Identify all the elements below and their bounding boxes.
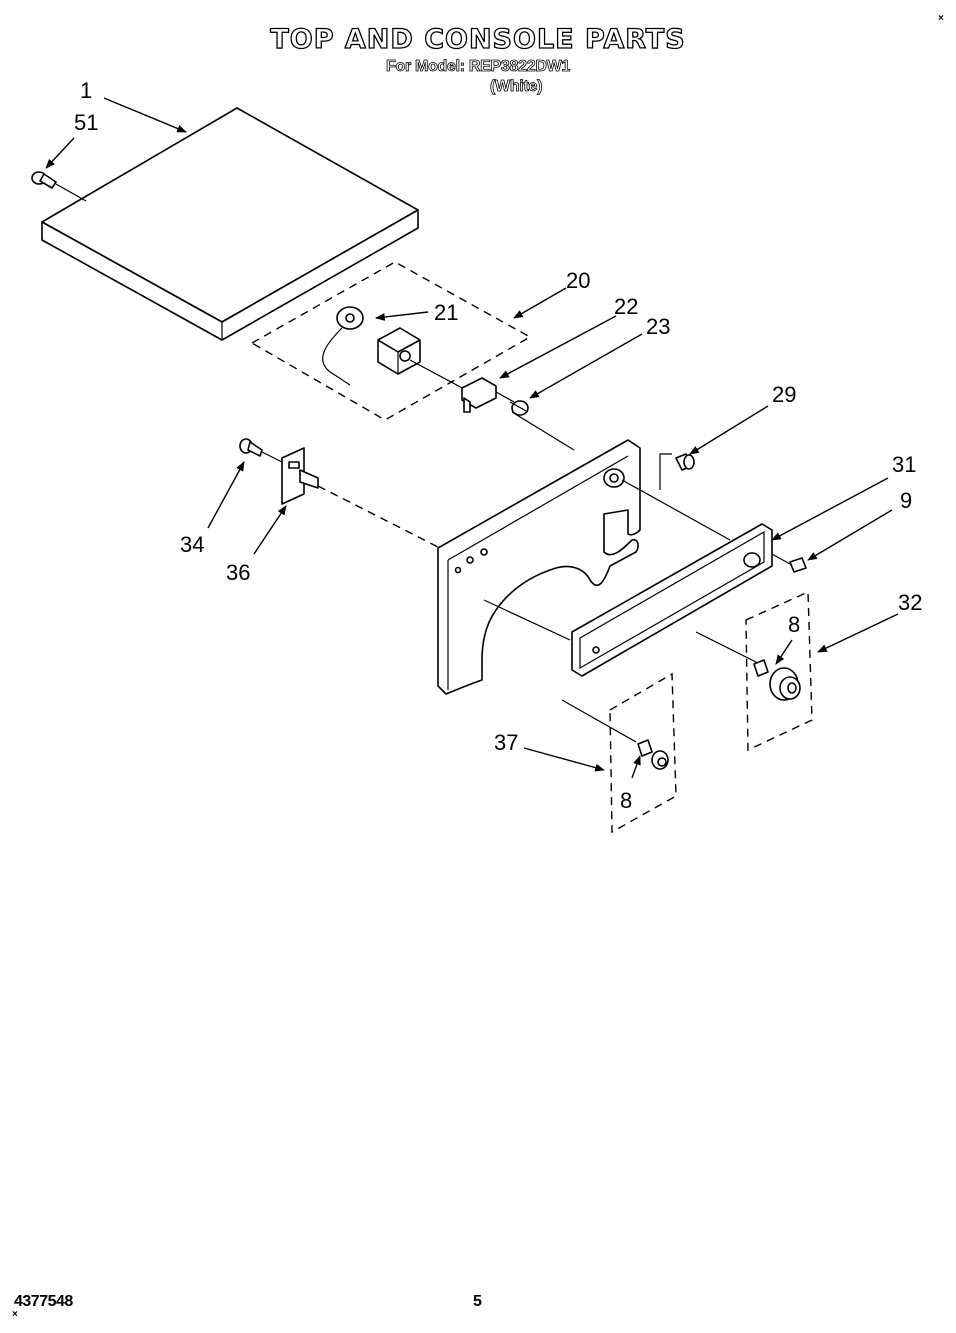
screw-29 [659, 453, 695, 490]
top-panel [41, 107, 419, 341]
timer-motor-21 [322, 306, 364, 386]
callout-37: 37 [494, 730, 518, 755]
assembly-line-console-2 [483, 599, 571, 641]
callout-32: 32 [898, 590, 922, 615]
assembly-line-37 [561, 699, 637, 743]
callout-8-upper: 8 [788, 612, 800, 637]
corner-mark-top-right: × [938, 13, 944, 24]
bracket-22 [461, 377, 515, 413]
assembly-line-32 [695, 631, 761, 665]
callout-34: 34 [180, 532, 204, 557]
spring-8a [753, 659, 769, 677]
screw-51 [31, 171, 87, 202]
knob-37 [651, 750, 669, 770]
callout-31: 31 [892, 452, 916, 477]
callout-23: 23 [646, 314, 670, 339]
color-variant: (White) [490, 78, 543, 96]
callout-21: 21 [434, 300, 458, 325]
callout-22: 22 [614, 294, 638, 319]
callout-9: 9 [900, 488, 912, 513]
page-number: 5 [473, 1293, 482, 1310]
spring-8b [637, 739, 653, 757]
callout-29: 29 [772, 382, 796, 407]
callout-51: 51 [74, 110, 98, 135]
leader-lines [45, 97, 899, 779]
clip-9 [771, 553, 807, 573]
group-outline-37 [609, 672, 677, 834]
callout-1: 1 [80, 78, 92, 103]
document-number: 4377548 [14, 1293, 73, 1310]
knob-32 [769, 667, 801, 701]
callout-36: 36 [226, 560, 250, 585]
diagram-title: TOP AND CONSOLE PARTS [270, 23, 686, 55]
screw-34 [239, 438, 283, 463]
console-panel [437, 439, 641, 695]
callout-8-lower: 8 [620, 788, 632, 813]
model-line: For Model: REP3822DW1 [386, 58, 571, 76]
group-outline-20 [250, 261, 532, 421]
callout-20: 20 [566, 268, 590, 293]
control-panel-31 [571, 523, 773, 677]
control-switch-22 [377, 327, 467, 391]
assembly-line-shaft [511, 411, 575, 451]
group-outline-32 [745, 590, 813, 752]
assembly-line-console [621, 479, 731, 541]
corner-mark-bottom-left: × [12, 1309, 18, 1320]
assembly-line-bracket [317, 485, 441, 549]
bushing-23 [509, 400, 529, 416]
bracket-36 [281, 447, 319, 505]
